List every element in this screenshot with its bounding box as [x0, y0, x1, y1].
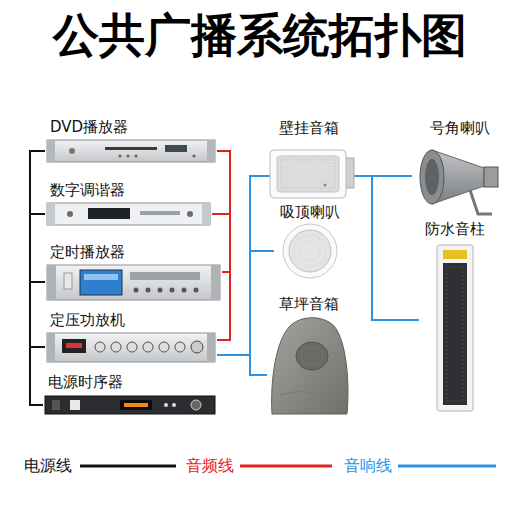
- device-label: 草坪音箱: [267, 295, 351, 313]
- tuner-art: [47, 203, 210, 225]
- legend-text: 音频线: [186, 456, 234, 476]
- device-label: 吸顶喇叭: [274, 203, 346, 221]
- device-label: 定时播放器: [45, 243, 222, 261]
- legend-text: 电源线: [24, 456, 72, 476]
- device-label: 壁挂音箱: [261, 119, 357, 137]
- device-label: 定压功放机: [45, 311, 217, 329]
- amplifier-art: [47, 333, 215, 362]
- speaker-device: 草坪音箱: [267, 295, 351, 417]
- ceiling-speaker-art: [283, 224, 337, 278]
- source-device: 定时播放器: [45, 243, 222, 302]
- wall-speaker-art: [270, 150, 354, 198]
- speaker-device: 壁挂音箱: [261, 119, 357, 203]
- device-label: 号角喇叭: [412, 119, 508, 137]
- device-label: 电源时序器: [43, 373, 217, 391]
- dvd-player-art: [47, 140, 215, 162]
- lawn-speaker-art: [272, 318, 348, 414]
- speaker-wire: [217, 176, 261, 355]
- audio-wire: [217, 151, 230, 340]
- timer-player-art: [47, 265, 220, 300]
- legend-line: [240, 465, 332, 468]
- audio-wire: [212, 214, 230, 340]
- power-wire: [30, 282, 45, 405]
- device-label: 防水音柱: [419, 220, 491, 238]
- horn-speaker-art: [420, 150, 498, 214]
- power-sequencer-art: [45, 396, 215, 414]
- source-device: DVD播放器: [45, 118, 217, 164]
- column-speaker-art: [437, 245, 473, 411]
- speaker-device: 防水音柱: [419, 220, 491, 414]
- speaker-device: 号角喇叭: [412, 119, 508, 219]
- device-label: 数字调谐器: [45, 181, 212, 199]
- legend-text: 音响线: [344, 456, 392, 476]
- legend-line: [80, 465, 176, 468]
- speaker-device: 吸顶喇叭: [274, 203, 346, 283]
- diagram-title: 公共广播系统拓扑图: [0, 6, 520, 64]
- power-wire: [30, 151, 45, 405]
- source-device: 数字调谐器: [45, 181, 212, 227]
- power-device: 电源时序器: [43, 373, 217, 416]
- power-wire: [30, 214, 45, 405]
- speaker-wire: [217, 355, 267, 375]
- power-wire: [30, 347, 45, 405]
- speaker-wire: [217, 251, 274, 355]
- amplifier-device: 定压功放机: [45, 311, 217, 364]
- device-label: DVD播放器: [45, 118, 217, 136]
- legend-line: [398, 465, 496, 468]
